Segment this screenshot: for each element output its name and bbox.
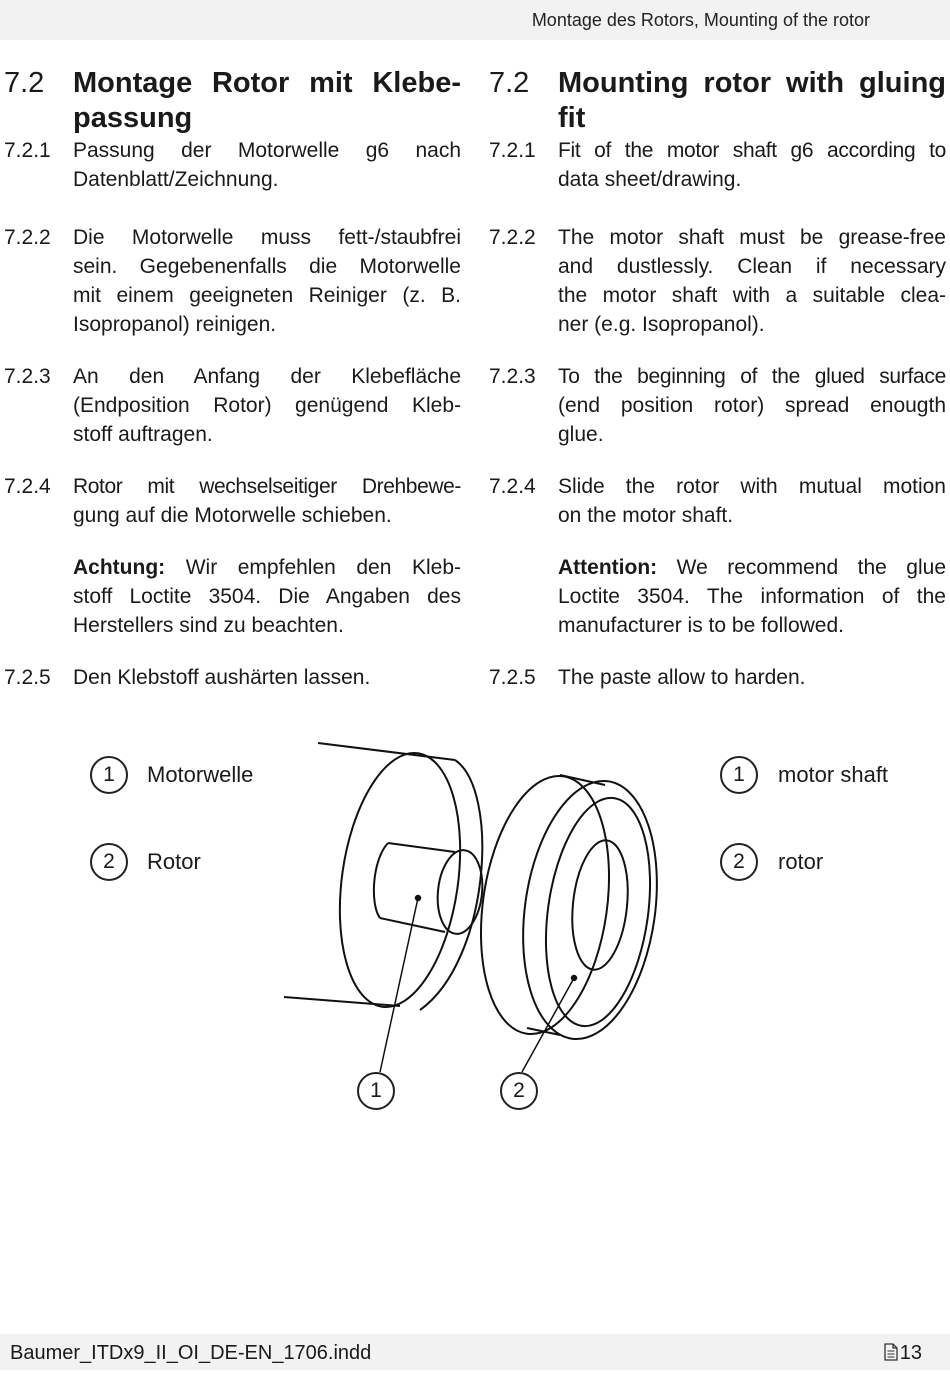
english-column: 7.2 Mounting rotor with gluing fit 7.2.1… [489, 66, 949, 692]
step-number: 7.2.1 [489, 139, 536, 162]
step-line: sein. Gegebenenfalls die Motorwelle [73, 255, 461, 278]
motor-shaft-assembly [283, 742, 484, 1011]
legend-callout-2: 2 [90, 843, 128, 881]
step-7-2-4: 7.2.4 Rotor mit wechselseitiger Drehbewe… [4, 472, 464, 553]
step-7-2-5: 7.2.5 Den Klebstoff aushärten lassen. [4, 663, 464, 692]
step-line: The motor shaft must be grease-free [558, 226, 946, 249]
step-line: Passung der Motorwelle g6 nach [73, 139, 461, 162]
step-number: 7.2.3 [4, 365, 51, 388]
legend-label: motor shaft [778, 762, 889, 787]
step-7-2-1: 7.2.1 Fit of the motor shaft g6 accordin… [489, 136, 949, 223]
section-number: 7.2 [4, 67, 45, 99]
section-number: 7.2 [489, 67, 530, 99]
step-line: on the motor shaft. [558, 504, 734, 527]
step-number: 7.2.1 [4, 139, 51, 162]
step-line: mit einem geeigneten Reiniger (z. B. [73, 284, 461, 307]
step-line: the motor shaft with a suitable clea- [558, 284, 946, 307]
housing-line-bottom [283, 996, 401, 1007]
rotor-assembly [479, 774, 658, 1041]
section-title-line: Mounting rotor with gluing [558, 67, 946, 99]
legend-callout-2: 2 [720, 843, 758, 881]
step-number: 7.2.2 [4, 226, 51, 249]
step-7-2-3: 7.2.3 An den Anfang der Klebefläche (End… [4, 362, 464, 472]
step-line: (Endposition Rotor) genügend Kleb- [73, 394, 461, 417]
step-number: 7.2.2 [489, 226, 536, 249]
shaft-back-edge [372, 842, 389, 919]
attention-line: manufacturer is to be followed. [558, 614, 844, 637]
step-number: 7.2.3 [489, 365, 536, 388]
attention-note-en: Attention: We recommend the glue Loctite… [489, 553, 949, 663]
step-line: stoff auftragen. [73, 423, 213, 446]
step-7-2-5: 7.2.5 The paste allow to harden. [489, 663, 949, 692]
step-number: 7.2.4 [4, 475, 51, 498]
step-line: ner (e.g. Isopropanol). [558, 313, 765, 336]
footer-file-name: Baumer_ITDx9_II_OI_DE-EN_1706.indd [10, 1342, 372, 1364]
rotor-front-face [522, 779, 658, 1041]
step-line: An den Anfang der Klebefläche [73, 365, 461, 388]
page-header: Montage des Rotors, Mounting of the roto… [0, 0, 950, 40]
housing-line-top [317, 742, 456, 761]
step-line: Fit of the motor shaft g6 according to [558, 139, 946, 162]
shaft-end-face [436, 849, 484, 935]
attention-label: Attention: [558, 556, 658, 579]
step-line: To the beginning of the glued surface [558, 365, 946, 388]
section-title-line: Montage Rotor mit Klebe- [73, 67, 461, 99]
step-line: gung auf die Motorwelle schieben. [73, 504, 392, 527]
step-7-2-2: 7.2.2 The motor shaft must be grease-fre… [489, 223, 949, 362]
figure-callout-2: 2 [500, 1072, 538, 1110]
section-title-line: fit [558, 102, 586, 134]
document-icon [884, 1343, 898, 1361]
step-line: The paste allow to harden. [558, 666, 806, 689]
attention-line: We recommend the glue [676, 556, 946, 579]
step-line: Die Motorwelle muss fett-/staubfrei [73, 226, 461, 249]
attention-line: Loctite 3504. The information of the [558, 585, 946, 608]
flange-face [338, 751, 462, 1009]
section-title-line: passung [73, 102, 193, 134]
step-7-2-3: 7.2.3 To the beginning of the glued surf… [489, 362, 949, 472]
rotor-back-face [479, 774, 611, 1036]
step-7-2-1: 7.2.1 Passung der Motorwelle g6 nach Dat… [4, 136, 464, 223]
step-line: data sheet/drawing. [558, 168, 742, 191]
step-line: Datenblatt/Zeichnung. [73, 168, 279, 191]
rotor-shaft-drawing [283, 742, 658, 1073]
shaft-top-edge [387, 842, 456, 853]
step-line: (end position rotor) spread enougth [558, 394, 946, 417]
rotor-inner-ring [544, 796, 652, 1028]
step-number: 7.2.4 [489, 475, 536, 498]
leader-lines [379, 894, 578, 1073]
step-7-2-4: 7.2.4 Slide the rotor with mutual motion… [489, 472, 949, 553]
leader-line-1 [379, 897, 419, 1073]
page-footer: Baumer_ITDx9_II_OI_DE-EN_1706.indd 13 [0, 1334, 950, 1370]
attention-line: stoff Loctite 3504. Die Angaben des [73, 585, 461, 608]
legend-label: Rotor [147, 849, 201, 874]
leader-dot-1 [414, 894, 422, 902]
section-heading-de: 7.2 Montage Rotor mit Klebe- passung [4, 66, 464, 136]
page-number: 13 [899, 1342, 922, 1364]
attention-note-de: Achtung: Wir empfehlen den Kleb- stoff L… [4, 553, 464, 663]
rotor-bore [571, 839, 629, 971]
step-line: Slide the rotor with mutual motion [558, 475, 946, 498]
flange-rim [419, 759, 484, 1011]
step-line: glue. [558, 423, 604, 446]
leader-line-2 [521, 977, 575, 1073]
running-title: Montage des Rotors, Mounting of the roto… [531, 10, 870, 30]
step-line: Rotor mit wechselseitiger Drehbewe- [73, 475, 461, 498]
legend-callout-1: 1 [90, 756, 128, 794]
german-column: 7.2 Montage Rotor mit Klebe- passung 7.2… [4, 66, 464, 692]
step-line: Isopropanol) reinigen. [73, 313, 277, 336]
section-heading-en: 7.2 Mounting rotor with gluing fit [489, 66, 949, 136]
leader-dot-2 [570, 974, 578, 982]
step-7-2-2: 7.2.2 Die Motorwelle muss fett-/staubfre… [4, 223, 464, 362]
legend-callout-1: 1 [720, 756, 758, 794]
attention-line: Wir empfehlen den Kleb- [185, 556, 461, 579]
legend-label: Motorwelle [147, 762, 254, 787]
step-number: 7.2.5 [489, 666, 536, 689]
step-line: and dustlessly. Clean if necessary [558, 255, 946, 278]
figure-callout-1: 1 [357, 1072, 395, 1110]
step-line: Den Klebstoff aushärten lassen. [73, 666, 371, 689]
attention-line: Herstellers sind zu beachten. [73, 614, 344, 637]
step-number: 7.2.5 [4, 666, 51, 689]
attention-label: Achtung: [73, 556, 166, 579]
legend-label: rotor [778, 849, 824, 874]
